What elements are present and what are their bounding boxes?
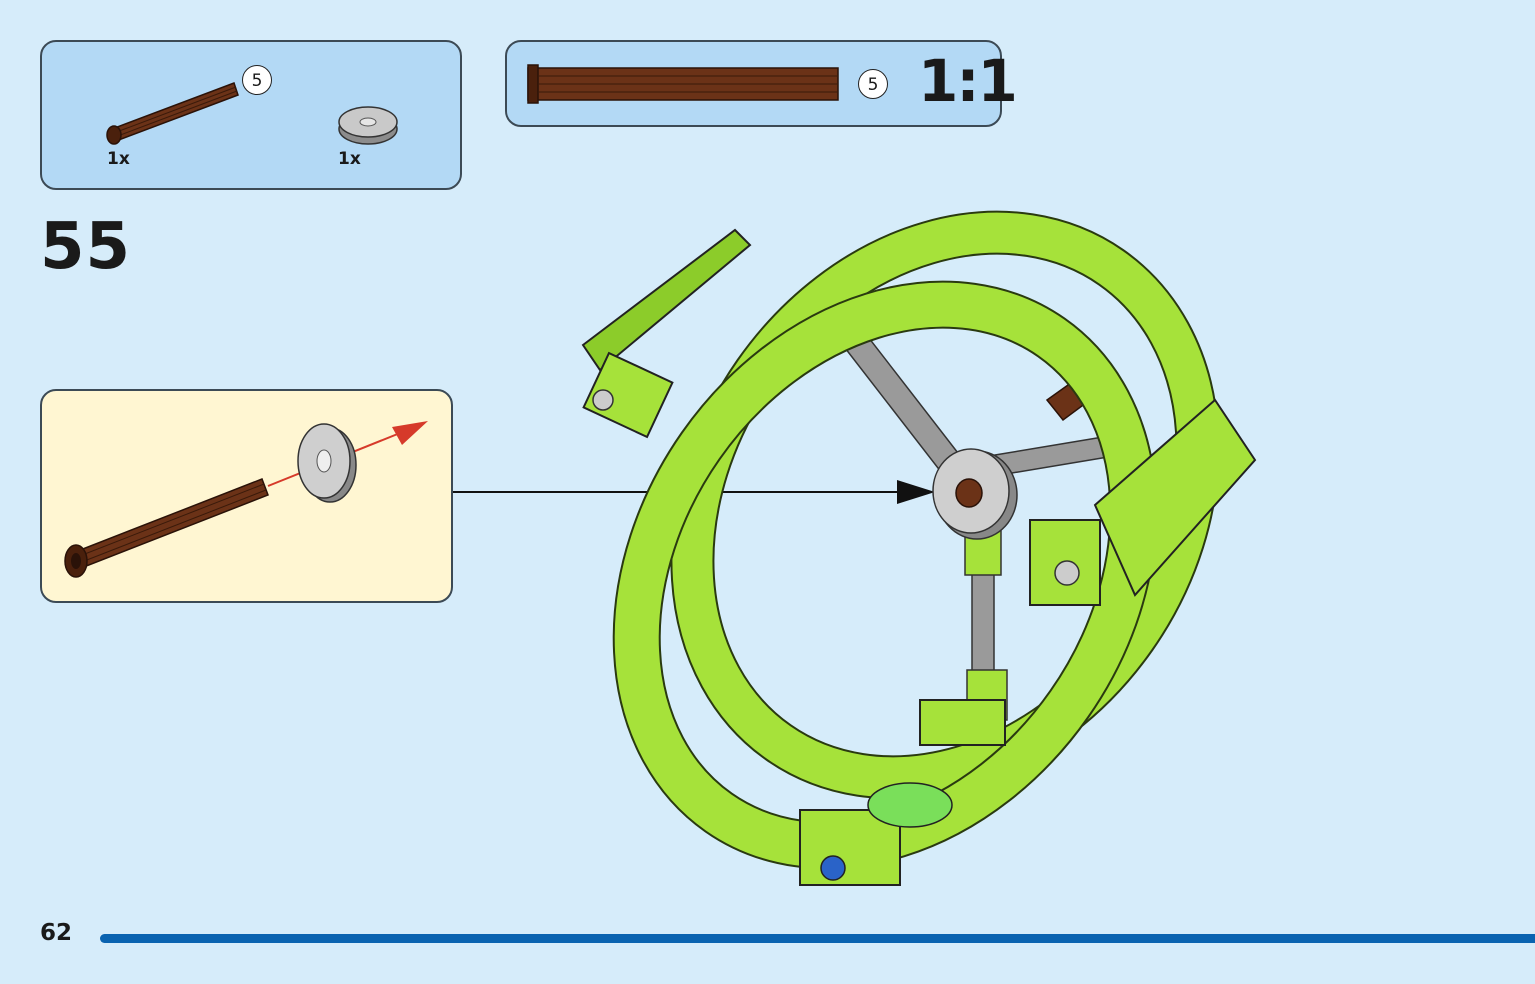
round-tile-icon — [297, 423, 357, 503]
axle-icon — [64, 478, 269, 578]
page-number: 62 — [40, 920, 73, 946]
step-number: 55 — [40, 210, 132, 284]
installed-tile-icon — [932, 448, 1018, 540]
callout-assembly-illustration — [64, 421, 428, 578]
page-progress-bar — [100, 934, 1535, 943]
axle-scale-icon — [527, 64, 839, 104]
scale-ratio: 1:1 — [918, 47, 1018, 115]
round-tile-gray-icon — [338, 106, 398, 145]
axle-length-badge: 5 — [242, 65, 272, 95]
scale-axle-length-badge: 5 — [858, 69, 888, 99]
tile-quantity: 1x — [338, 149, 361, 169]
axle-quantity: 1x — [107, 149, 130, 169]
model-assembly-illustration — [581, 210, 1257, 886]
axle-5-brown-icon — [106, 82, 239, 145]
